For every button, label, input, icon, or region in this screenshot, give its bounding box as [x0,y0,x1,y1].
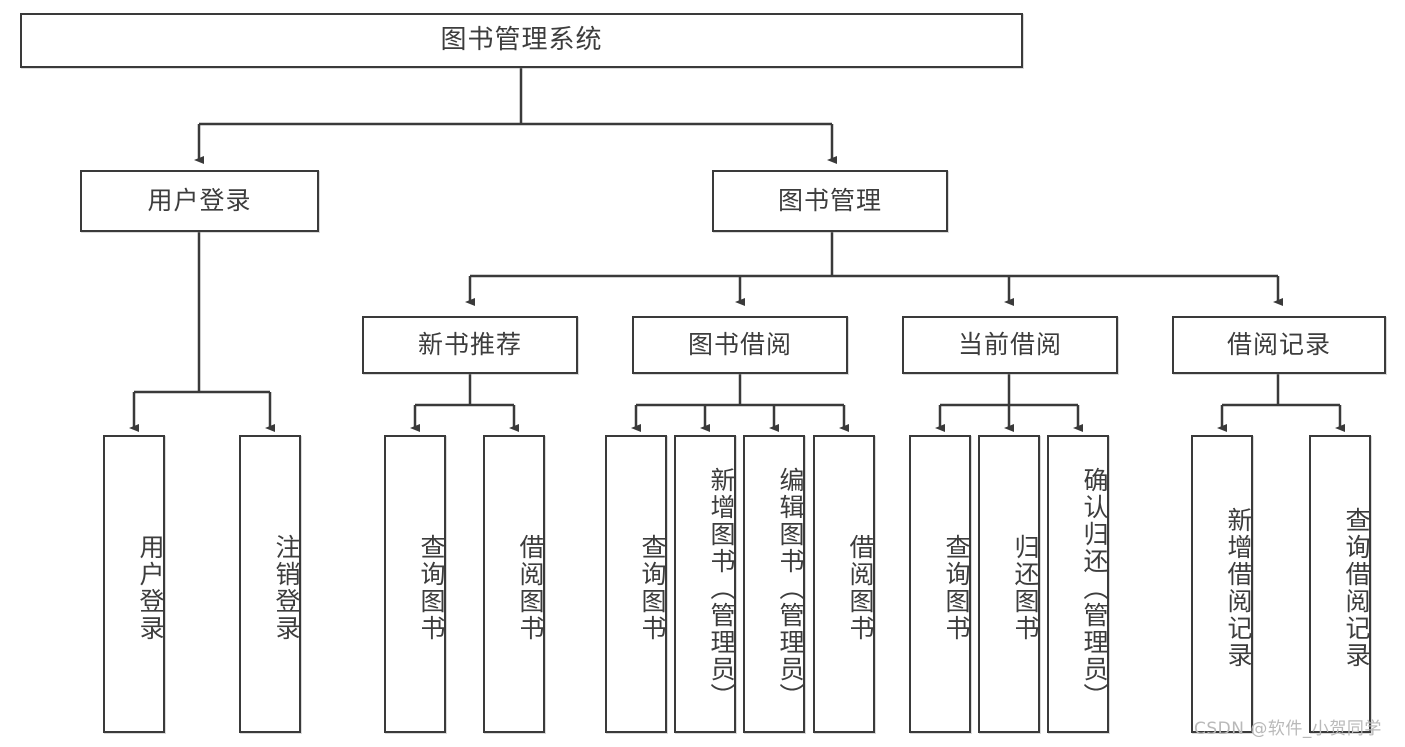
leaf-borrow-query-book[interactable]: 查询图书 [605,435,667,733]
node-book-management[interactable]: 图书管理 [712,170,948,232]
node-label: 当前借阅 [957,330,1062,359]
node-label: 新增借阅记录 [1224,507,1253,669]
node-label: 查询图书 [942,534,971,642]
node-root-book-management-system[interactable]: 图书管理系统 [20,13,1023,68]
node-label: 用户登录 [136,534,165,642]
node-label: 新书推荐 [417,330,522,359]
node-label: 借阅图书 [516,534,545,642]
node-user-login[interactable]: 用户登录 [80,170,319,232]
node-borrow-record[interactable]: 借阅记录 [1172,316,1386,374]
node-new-book-recommend[interactable]: 新书推荐 [362,316,578,374]
leaf-borrow-add-book-admin[interactable]: 新增图书（管理员） [674,435,736,733]
node-book-borrow[interactable]: 图书借阅 [632,316,848,374]
leaf-borrow-borrow-book[interactable]: 借阅图书 [813,435,875,733]
node-label: 借阅记录 [1226,330,1331,359]
node-label: 注销登录 [272,534,301,642]
leaf-borrow-edit-book-admin[interactable]: 编辑图书（管理员） [743,435,805,733]
node-label: 归还图书 [1011,534,1040,642]
leaf-user-login-logout[interactable]: 注销登录 [239,435,301,733]
node-current-borrow[interactable]: 当前借阅 [902,316,1118,374]
leaf-user-login-login[interactable]: 用户登录 [103,435,165,733]
node-label: 新增图书（管理员） [707,466,736,710]
node-label: 确认归还（管理员） [1080,466,1109,710]
leaf-current-query-book[interactable]: 查询图书 [909,435,971,733]
node-label: 查询图书 [417,534,446,642]
node-label: 编辑图书（管理员） [776,466,805,710]
node-label: 图书管理 [777,186,882,215]
node-label: 图书管理系统 [440,24,603,55]
leaf-current-return-book[interactable]: 归还图书 [978,435,1040,733]
node-label: 查询图书 [638,534,667,642]
leaf-record-add-borrow-record[interactable]: 新增借阅记录 [1191,435,1253,733]
node-label: 图书借阅 [687,330,792,359]
node-label: 借阅图书 [846,534,875,642]
leaf-new-book-borrow[interactable]: 借阅图书 [483,435,545,733]
leaf-record-query-borrow-record[interactable]: 查询借阅记录 [1309,435,1371,733]
leaf-new-book-query[interactable]: 查询图书 [384,435,446,733]
csdn-watermark: CSDN @软件_小贺同学 [1194,719,1382,739]
node-label: 查询借阅记录 [1342,507,1371,669]
leaf-current-confirm-return-admin[interactable]: 确认归还（管理员） [1047,435,1109,733]
node-label: 用户登录 [147,186,252,215]
